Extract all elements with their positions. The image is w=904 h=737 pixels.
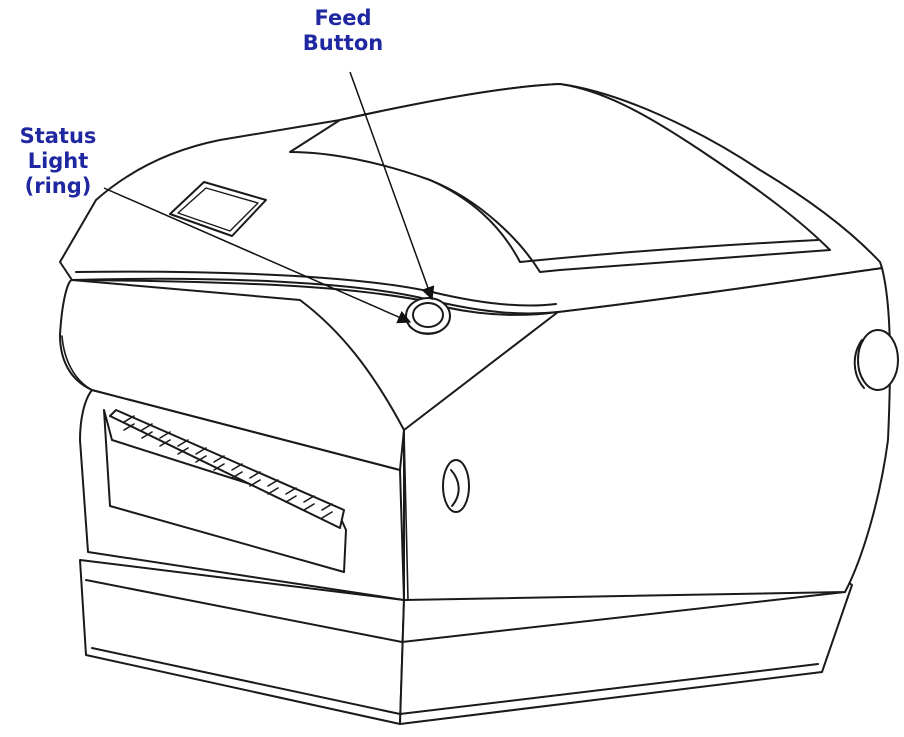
roll-cover-ridge (429, 179, 521, 263)
printer-window (169, 181, 267, 237)
status-light-label-line3: (ring) (24, 174, 92, 198)
status-light-leader (103, 187, 412, 324)
printer-bottom-edge (91, 647, 819, 715)
side-latch[interactable] (442, 459, 470, 513)
printer-right-body (403, 267, 891, 601)
status-light-label: Status Light (ring) (2, 124, 114, 199)
front-corner-edge (61, 335, 93, 391)
feed-button-label: Feed Button (293, 6, 393, 56)
feed-button-label-line1: Feed (314, 6, 372, 30)
printer-window-inner (177, 187, 259, 232)
status-light-label-line1: Status (19, 124, 97, 148)
printer-base-seam (85, 579, 846, 643)
tear-bar-teeth (123, 415, 333, 519)
tear-bar (109, 409, 345, 529)
status-light-label-line2: Light (27, 149, 89, 173)
printer-lid-edge (71, 277, 559, 315)
printer-front-upper (59, 279, 405, 471)
feed-button[interactable] (412, 302, 444, 328)
printer-top-bevel (75, 270, 557, 307)
side-dial-edge (853, 339, 865, 389)
side-latch-grip (450, 469, 460, 507)
feed-button-leader (349, 71, 435, 301)
side-dial[interactable] (857, 329, 899, 391)
paper-exit-slot (103, 409, 347, 573)
feed-button-label-line2: Button (302, 31, 384, 55)
roll-cover-fold (519, 239, 819, 263)
feed-button-shadow (408, 323, 449, 334)
body-contour (403, 429, 409, 601)
